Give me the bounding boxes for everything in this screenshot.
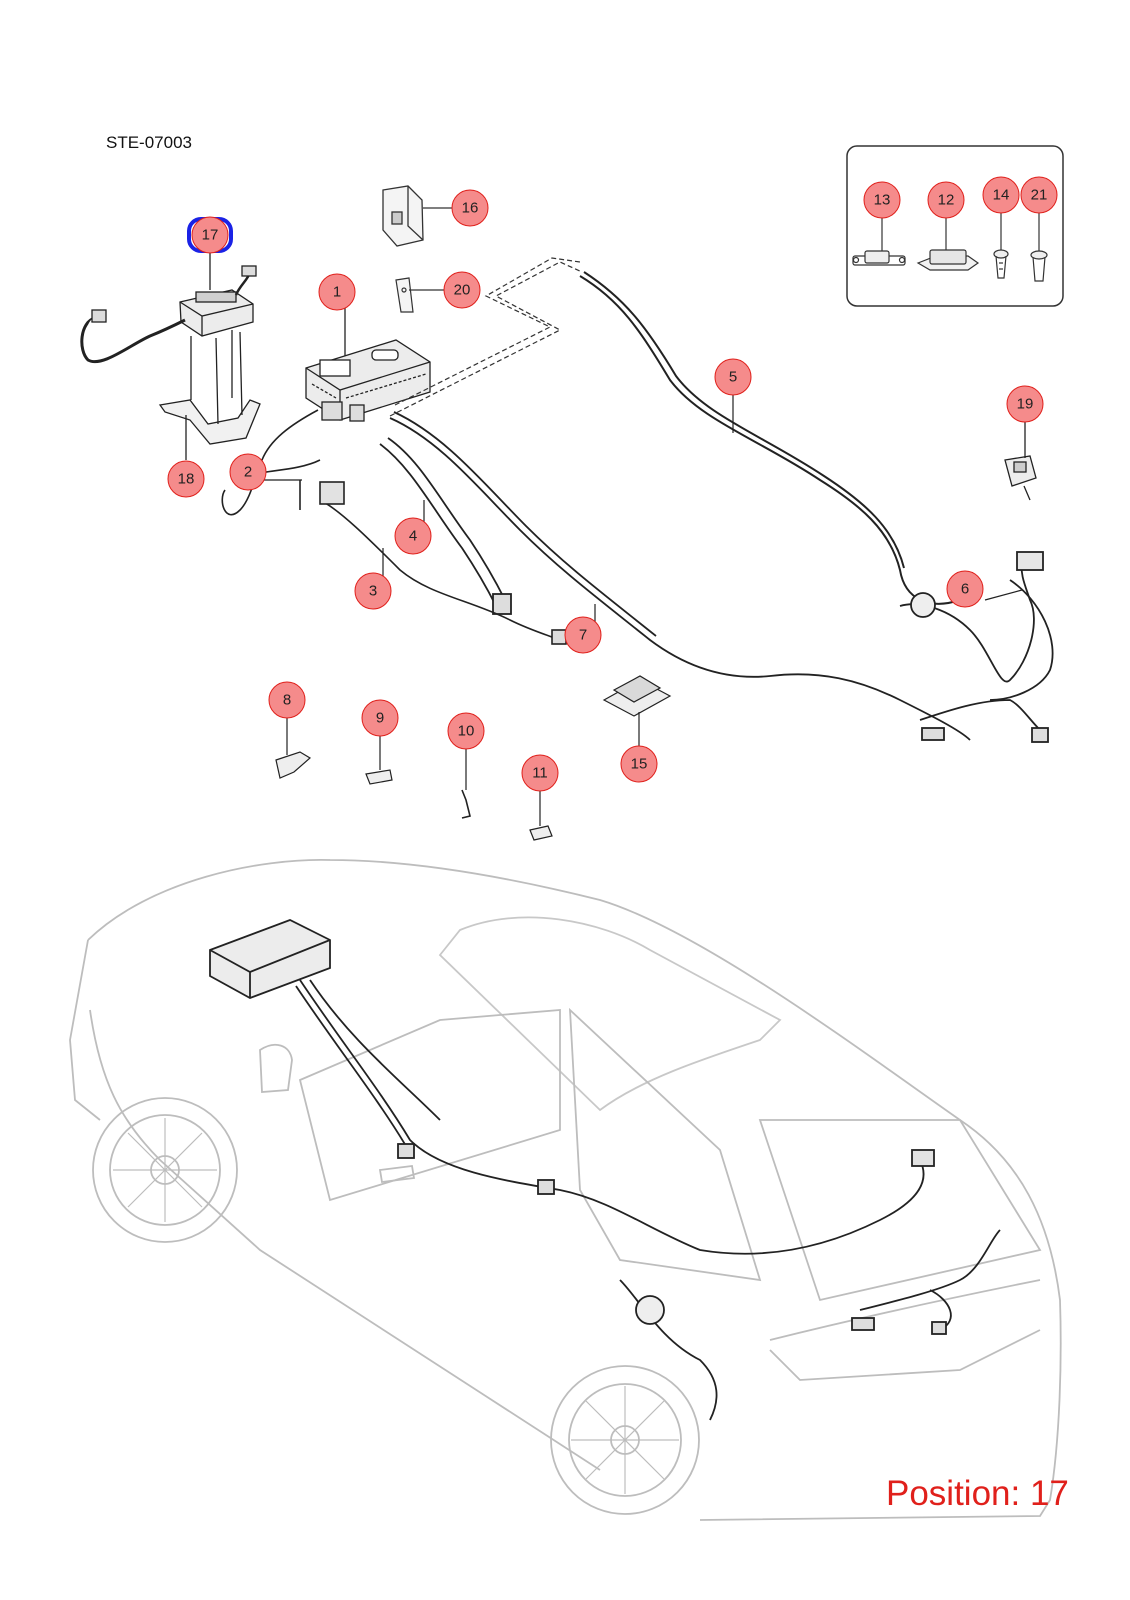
callout-11-label: 11 xyxy=(532,765,548,782)
callout-14-label: 14 xyxy=(993,187,1010,204)
callout-12-label: 12 xyxy=(938,192,955,209)
callout-7[interactable]: 7 xyxy=(564,616,602,654)
part-8-clip xyxy=(275,718,312,779)
callout-15-label: 15 xyxy=(631,756,648,773)
routing-outline xyxy=(389,257,583,417)
callout-18-label: 18 xyxy=(178,471,195,488)
callout-3-label: 3 xyxy=(369,583,377,600)
part-5-harness xyxy=(579,271,961,605)
part-7-harness xyxy=(389,411,971,741)
part-4-harness xyxy=(379,437,512,615)
callout-20[interactable]: 20 xyxy=(443,271,481,309)
callout-10[interactable]: 10 xyxy=(447,712,485,750)
callout-5-label: 5 xyxy=(729,369,737,386)
callout-6[interactable]: 6 xyxy=(946,570,984,608)
part-10-clip xyxy=(461,748,471,819)
part-1-main-control-unit xyxy=(305,306,431,422)
part-11-clip xyxy=(529,790,553,841)
callout-5[interactable]: 5 xyxy=(714,358,752,396)
callout-7-label: 7 xyxy=(579,627,587,644)
part-20-bracket xyxy=(395,277,445,313)
callout-2-label: 2 xyxy=(244,464,252,481)
part-21-push-clip xyxy=(1030,212,1048,282)
part-12-damper-pad xyxy=(916,216,980,271)
callout-17-selected[interactable]: 17 xyxy=(187,216,233,254)
part-18-mounting-bracket xyxy=(158,331,261,460)
position-indicator: Position: 17 xyxy=(886,1474,1069,1513)
callout-4-label: 4 xyxy=(409,528,417,545)
callout-14[interactable]: 14 xyxy=(982,176,1020,214)
callout-19-label: 19 xyxy=(1017,396,1034,413)
callout-12[interactable]: 12 xyxy=(927,181,965,219)
callout-20-label: 20 xyxy=(454,282,471,299)
callout-10-label: 10 xyxy=(458,723,475,740)
callout-18[interactable]: 18 xyxy=(167,460,205,498)
callout-9[interactable]: 9 xyxy=(361,699,399,737)
part-16-control-module xyxy=(382,185,470,247)
callout-1-label: 1 xyxy=(333,284,341,301)
vehicle-outline xyxy=(69,858,1062,1521)
callout-19[interactable]: 19 xyxy=(1006,385,1044,423)
callout-9-label: 9 xyxy=(376,710,384,727)
callout-16-label: 16 xyxy=(462,200,479,217)
document-code: STE-07003 xyxy=(106,133,192,152)
callout-1[interactable]: 1 xyxy=(318,273,356,311)
callout-4[interactable]: 4 xyxy=(394,517,432,555)
part-13-strap-clip xyxy=(852,216,906,266)
callout-17-label: 17 xyxy=(202,227,219,244)
callout-8-label: 8 xyxy=(283,692,291,709)
part-6-rear-harness xyxy=(899,551,1054,743)
callout-13-label: 13 xyxy=(874,192,891,209)
callout-2[interactable]: 2 xyxy=(229,453,267,491)
callout-13[interactable]: 13 xyxy=(863,181,901,219)
part-14-push-clip xyxy=(993,212,1009,279)
vehicle-harness xyxy=(209,919,1001,1421)
callout-21[interactable]: 21 xyxy=(1020,176,1058,214)
callout-8[interactable]: 8 xyxy=(268,681,306,719)
part-2-3-harness xyxy=(221,409,567,645)
part-17-module-harness xyxy=(80,243,257,400)
part-9-clip xyxy=(365,736,393,785)
callout-3[interactable]: 3 xyxy=(354,572,392,610)
fasteners-inset xyxy=(846,145,1064,307)
callout-15[interactable]: 15 xyxy=(620,745,658,783)
callout-16[interactable]: 16 xyxy=(451,189,489,227)
part-19-connector xyxy=(1004,421,1037,501)
callout-21-label: 21 xyxy=(1031,187,1048,204)
callout-11[interactable]: 11 xyxy=(521,754,559,792)
part-15-mount-plate xyxy=(602,675,672,748)
callout-6-label: 6 xyxy=(961,581,969,598)
